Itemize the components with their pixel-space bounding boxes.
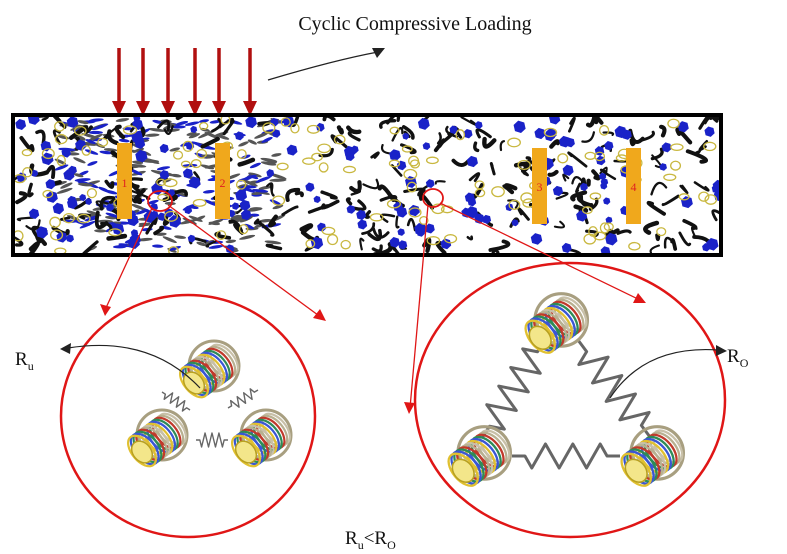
relation-right-sub: O (387, 538, 396, 552)
title-pointer-arrowhead (372, 48, 385, 58)
ro-pointer-arrowhead (716, 345, 727, 356)
electrode-2 (215, 143, 230, 219)
diagram-title: Cyclic Compressive Loading (298, 13, 531, 35)
spring-icon (196, 432, 228, 448)
spring-icon (576, 339, 652, 438)
cnt-bundle-icon (231, 408, 293, 468)
ru-main: R (15, 349, 28, 370)
resistance-label-original: RO (727, 346, 749, 370)
spring-icon (227, 388, 259, 409)
zoom-circle-unloaded (59, 293, 317, 539)
loading-arrow-icon (212, 48, 226, 116)
title-pointer-arrow (267, 51, 379, 81)
ro-pointer-arrow (609, 348, 719, 399)
zoom-marker-right (422, 188, 444, 208)
ru-pointer-arrow (67, 344, 201, 389)
relation-left-sub: u (358, 538, 364, 552)
cnt-bundle-icon (524, 292, 590, 354)
resistance-label-unloaded: Ru (15, 349, 34, 373)
loading-arrow-icon (243, 48, 257, 116)
zoom-circle-original (413, 261, 727, 539)
spring-group (161, 339, 652, 470)
electrode-3 (532, 148, 547, 224)
relation-right-main: R (374, 528, 387, 549)
electrode-label-2: 2 (220, 176, 226, 190)
loading-arrows (112, 48, 257, 116)
filler-rings (13, 115, 718, 255)
loading-arrow-icon (112, 48, 126, 116)
loading-arrow-icon (161, 48, 175, 116)
spring-icon (161, 391, 191, 412)
loading-arrow-icon (136, 48, 150, 116)
cnt-bundle-group (127, 292, 686, 487)
cnt-bundle-icon (179, 339, 241, 399)
electrode-label-1: 1 (122, 176, 128, 190)
loading-arrow-icon (188, 48, 202, 116)
electrode-1 (117, 143, 132, 219)
compressed-region (54, 118, 287, 253)
cnt-bundle-icon (447, 425, 513, 487)
ro-main: R (727, 346, 740, 367)
electrode-group: 1 2 3 4 (117, 143, 641, 224)
ru-sub: u (28, 359, 34, 373)
relation-left-main: R (345, 528, 358, 549)
spring-icon (512, 442, 620, 470)
electrode-4 (626, 148, 641, 224)
spring-icon (480, 339, 547, 439)
zoom-arrowheads (100, 293, 646, 414)
cnt-bundle-icon (620, 425, 686, 487)
zoom-lines (104, 202, 641, 409)
cnt-bundle-icon (127, 408, 189, 468)
resistance-relation: Ru<RO (345, 528, 396, 552)
ro-sub: O (740, 356, 749, 370)
relation-operator: < (364, 528, 375, 549)
ru-pointer-arrowhead (60, 343, 71, 354)
zoom-marker-left (147, 190, 173, 212)
electrode-label-3: 3 (537, 180, 543, 194)
electrode-label-4: 4 (631, 180, 637, 194)
